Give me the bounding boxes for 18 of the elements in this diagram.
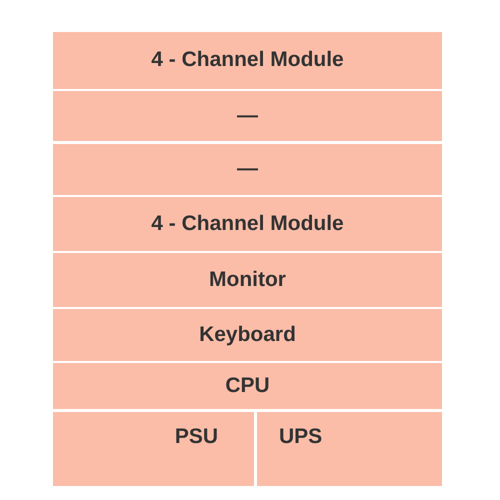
- component-block: [53, 144, 442, 195]
- component-block: [53, 91, 442, 141]
- block-label: 4 - Channel Module: [151, 47, 344, 74]
- block-label: Monitor: [209, 266, 286, 293]
- component-block: [53, 309, 442, 361]
- block-label: —: [237, 102, 258, 129]
- block-label: UPS: [279, 424, 322, 450]
- component-block: [53, 253, 442, 307]
- component-block: [53, 363, 442, 409]
- component-block: [53, 412, 254, 486]
- block-label: CPU: [225, 372, 270, 399]
- block-label: Keyboard: [199, 322, 296, 348]
- block-label: —: [237, 156, 258, 182]
- component-block: [53, 197, 442, 251]
- component-block: [53, 32, 442, 89]
- block-label: PSU: [174, 424, 218, 450]
- component-block: [257, 412, 442, 486]
- block-label: 4 - Channel Module: [151, 210, 344, 237]
